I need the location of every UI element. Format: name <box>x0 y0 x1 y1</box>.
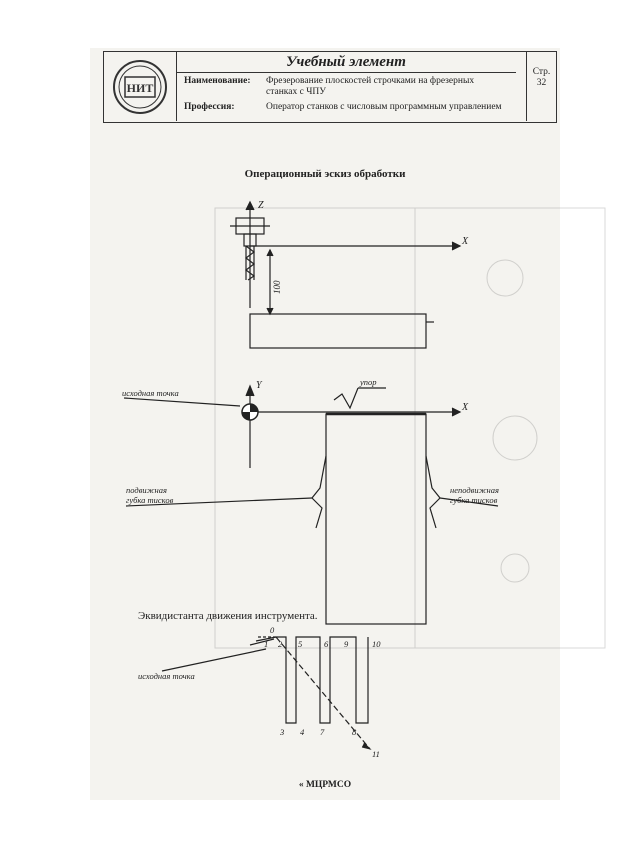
path-caption: Эквидистанта движения инструмента. <box>138 610 318 622</box>
axis-y-label: Y <box>256 380 263 391</box>
movable-jaw-label-2: губка тисков <box>126 495 174 505</box>
point-2: 2 <box>278 639 283 649</box>
sketch-caption: Операционный эскиз обработки <box>244 168 406 180</box>
page-label: Стр. <box>532 67 551 77</box>
point-9: 9 <box>344 639 349 649</box>
axis-x-label: X <box>461 402 469 413</box>
point-10: 10 <box>372 639 381 649</box>
fixed-jaw-label-2: губка тисков <box>450 495 498 505</box>
name-value-2: станках с ЧПУ <box>266 87 326 97</box>
axis-x-top-label: X <box>461 236 469 247</box>
element-title: Учебный элемент <box>176 52 516 73</box>
dimension-label: 100 <box>272 280 282 294</box>
operational-sketch: Z X Y X 100 исходная точка упор подвижна… <box>122 200 499 625</box>
point-0: 0 <box>270 625 275 635</box>
path-start-label: исходная точка <box>138 671 195 681</box>
point-4: 4 <box>300 727 305 737</box>
tool-path-diagram: 0 1 2 3 4 5 6 7 8 9 10 11 исходная точка <box>138 625 381 759</box>
svg-text:НИТ: НИТ <box>127 81 154 95</box>
point-11: 11 <box>372 749 380 759</box>
stop-label: упор <box>359 377 377 387</box>
profession-label: Профессия: <box>184 102 235 112</box>
page-number: 32 <box>536 78 547 88</box>
point-1: 1 <box>264 639 268 649</box>
point-7: 7 <box>320 727 325 737</box>
point-8: 8 <box>352 727 357 737</box>
page-cell: Стр. 32 <box>526 52 556 121</box>
profession-row: Профессия: Оператор станков с числовым пр… <box>184 102 502 113</box>
name-row: Наименование: Фрезерование плоскостей стр… <box>184 76 474 98</box>
point-6: 6 <box>324 639 329 649</box>
logo: НИТ <box>104 52 177 121</box>
axis-z-label: Z <box>258 200 264 211</box>
name-value-1: Фрезерование плоскостей строчками на фре… <box>266 76 475 86</box>
point-3: 3 <box>279 727 284 737</box>
document-page: НИТ Учебный элемент Наименование: Фрезеро… <box>90 48 606 800</box>
movable-jaw-label-1: подвижная <box>126 485 167 495</box>
start-point-label: исходная точка <box>122 388 179 398</box>
fixed-jaw-label-1: неподвижная <box>450 485 499 495</box>
header-table: НИТ Учебный элемент Наименование: Фрезеро… <box>103 51 557 123</box>
footer: « МЦРМСО <box>298 780 352 790</box>
name-label: Наименование: <box>184 76 251 86</box>
point-5: 5 <box>298 639 302 649</box>
profession-value: Оператор станков с числовым программным … <box>266 102 502 112</box>
